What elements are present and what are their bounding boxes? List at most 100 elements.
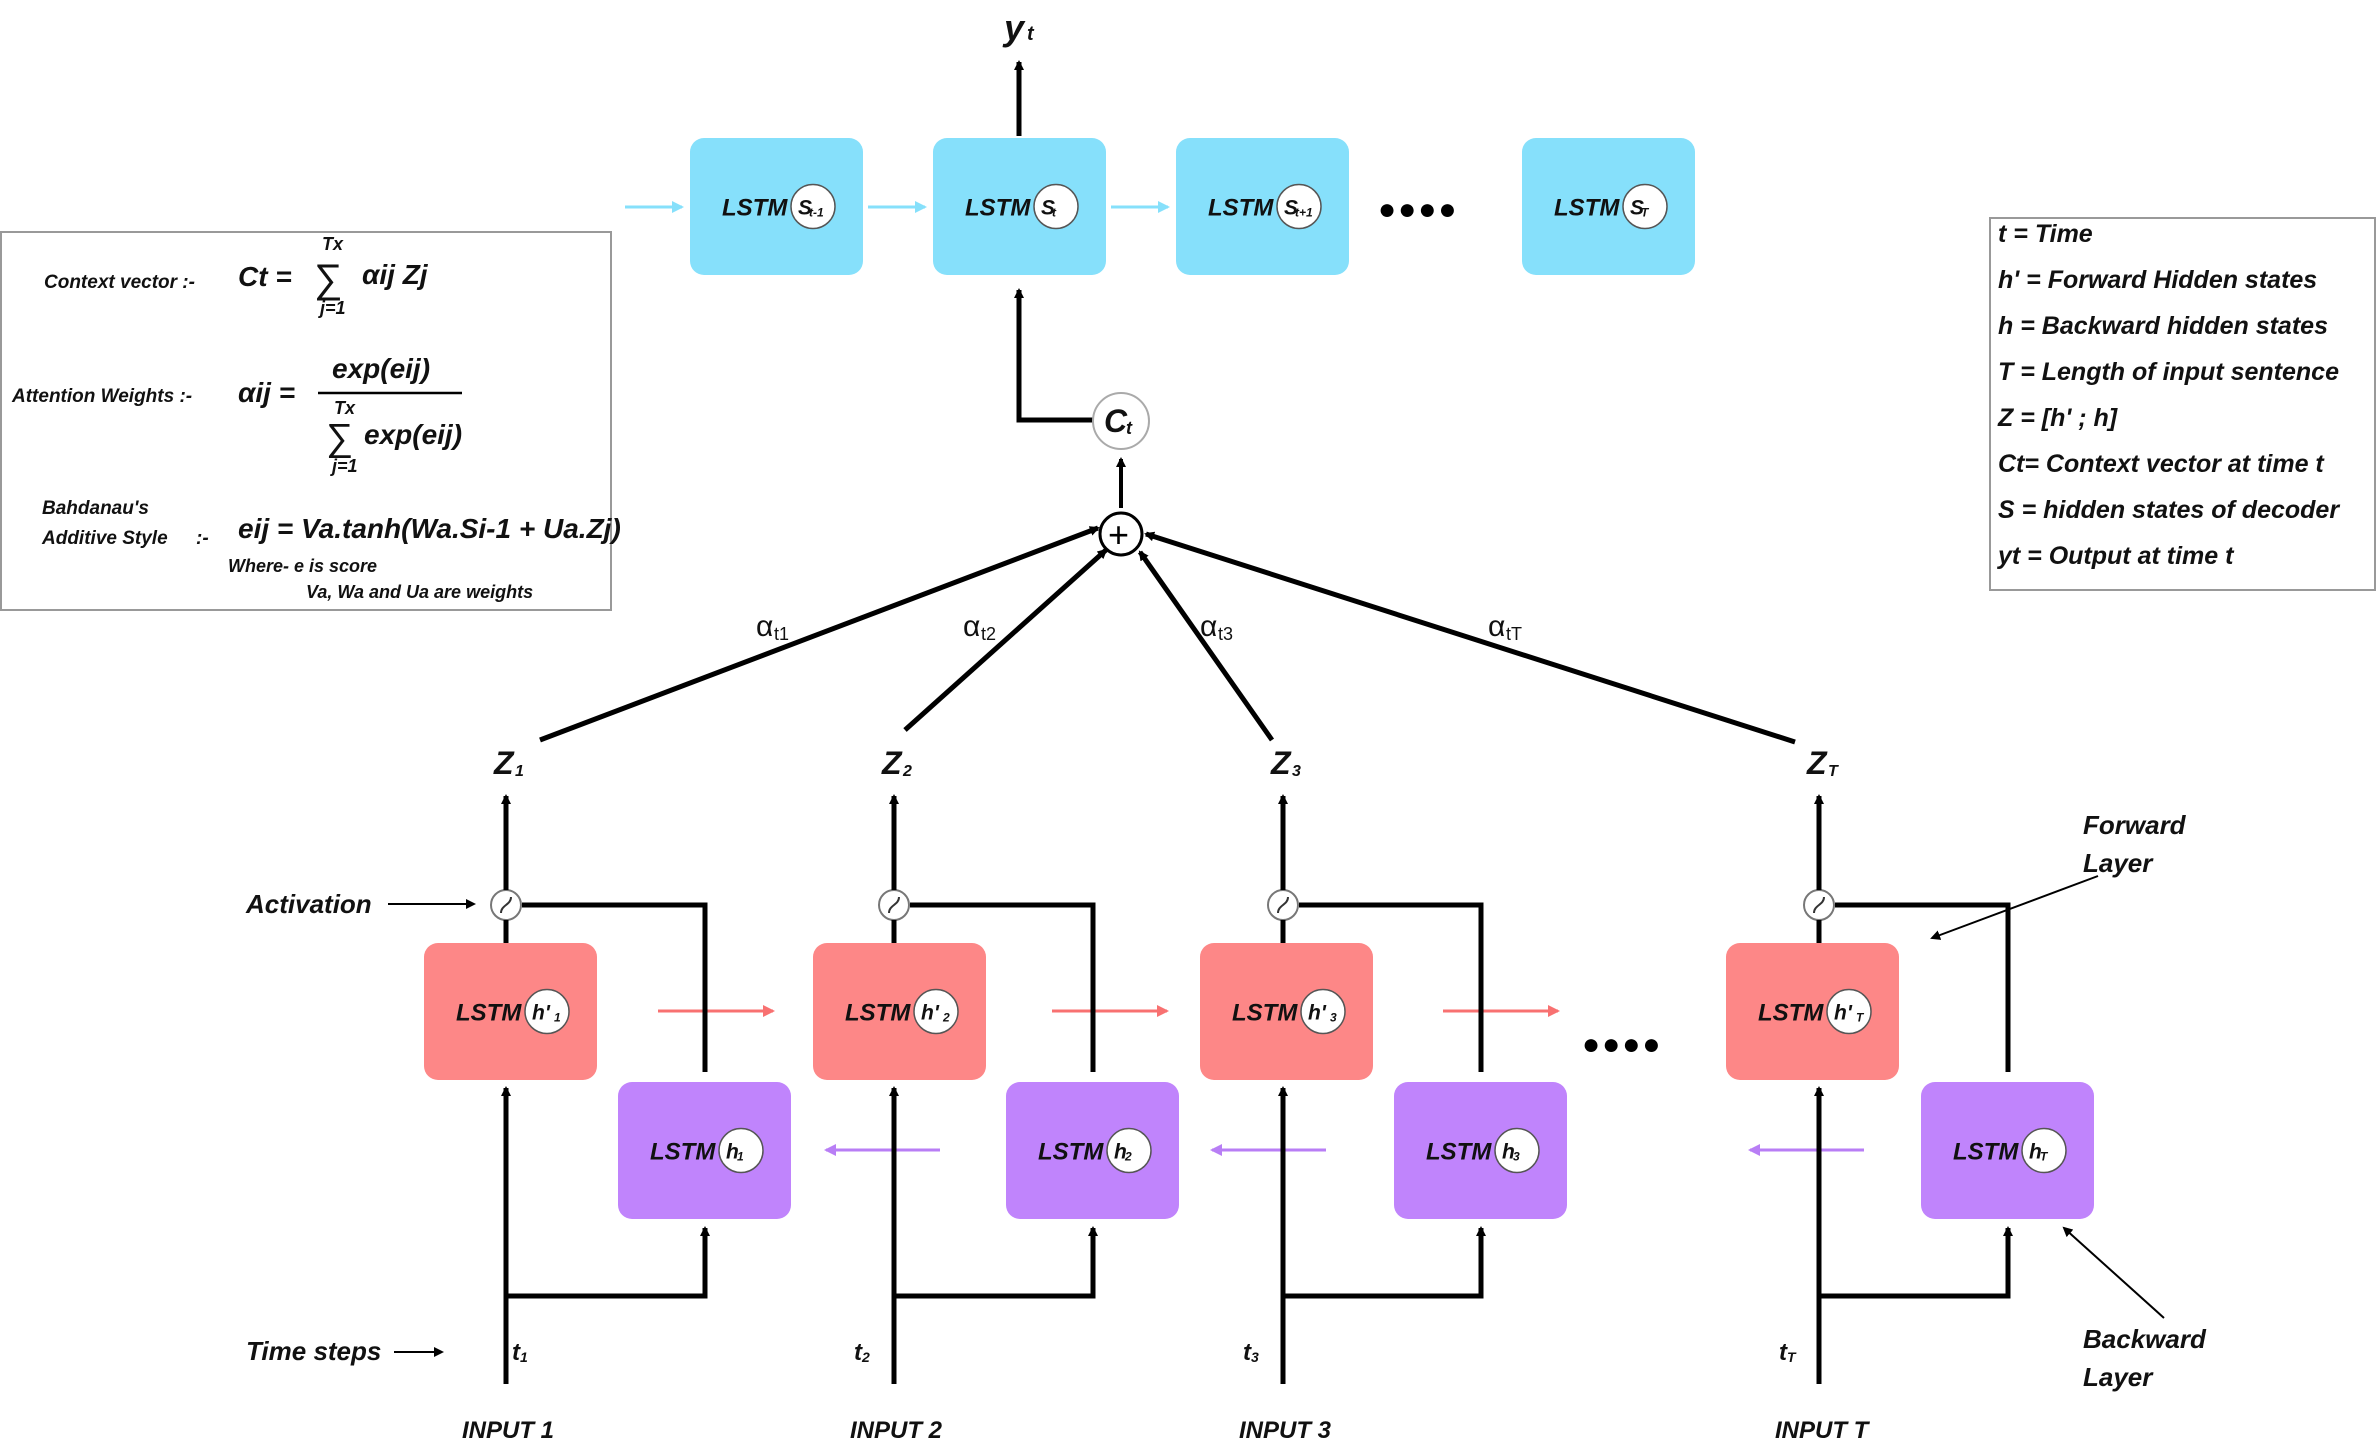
lstm-label: LSTM <box>456 1000 522 1027</box>
time-step-sub: T <box>1787 1349 1797 1365</box>
alpha-sub: tT <box>1506 624 1522 644</box>
time-steps-label: Time steps <box>246 1336 381 1366</box>
bahdanau-formula: eij = Va.tanh(Wa.Si-1 + Ua.Zj) <box>238 513 621 544</box>
context-vector-rhs: αij Zj <box>362 259 429 290</box>
state-sub: 3 <box>1330 1011 1337 1025</box>
state-circle <box>1494 1127 1540 1174</box>
input-label: INPUT T <box>1775 1417 1871 1444</box>
state-circle <box>1033 183 1079 230</box>
input-to-backward-line <box>1283 1230 1484 1299</box>
sum-node-circle <box>1098 511 1144 557</box>
z-label-sub: 2 <box>902 763 912 780</box>
state-label: h <box>726 1141 739 1164</box>
backward-cell-box <box>618 1082 791 1219</box>
attention-line <box>1144 531 1796 745</box>
state-circle <box>790 183 836 230</box>
bahdanau-label-1: Bahdanau's <box>42 498 149 519</box>
forward-layer-label: Forward <box>2083 810 2187 840</box>
input-to-backward-line <box>894 1230 1096 1299</box>
time-step-label: t <box>854 1339 863 1366</box>
legend-panel: t = Time h' = Forward Hidden states h = … <box>1989 217 2376 591</box>
state-label: h <box>2029 1141 2042 1164</box>
state-sub: 1 <box>554 1011 561 1025</box>
alpha-label: α <box>1200 610 1217 643</box>
state-circle <box>1106 1127 1152 1174</box>
sigmoid-icon <box>1813 896 1825 914</box>
input-label: INPUT 1 <box>462 1417 554 1444</box>
sum-node: + <box>1098 511 1144 557</box>
activation-node <box>490 889 522 921</box>
z-label: Z <box>1270 745 1292 781</box>
lstm-label: LSTM <box>1232 1000 1298 1027</box>
context-node: C t <box>1092 392 1150 450</box>
bahdanau-separator: :- <box>196 528 209 549</box>
attention-weights-lhs: αij = <box>238 377 295 408</box>
input-label: INPUT 2 <box>850 1417 943 1444</box>
attention-line <box>1137 550 1275 742</box>
alpha-label: α <box>756 610 773 643</box>
forward-layer-pointer <box>1930 875 2099 940</box>
lstm-label: LSTM <box>1953 1139 2019 1166</box>
state-circle <box>2021 1127 2067 1174</box>
state-label: h <box>1114 1141 1127 1164</box>
forward-layer-annotation: Forward Layer <box>1930 810 2187 940</box>
attention-sum-sigma: ∑ <box>326 417 353 459</box>
legend-item: Z = [h' ; h] <box>1997 404 2119 432</box>
state-label: h' <box>1308 1002 1327 1025</box>
state-sub: 2 <box>942 1011 950 1025</box>
alpha-sub: t1 <box>774 624 789 644</box>
state-sub: T <box>1856 1011 1865 1025</box>
attention-weights-label: Attention Weights :- <box>11 386 192 407</box>
context-node-label: C <box>1104 403 1128 439</box>
forward-cell: LSTM h'3 <box>1200 943 1373 1080</box>
state-sub: t <box>1052 206 1057 220</box>
legend-border <box>1989 217 2376 591</box>
time-step-sub: 3 <box>1251 1349 1259 1365</box>
lstm-label: LSTM <box>1554 195 1620 222</box>
decoder-cell-box <box>1176 138 1349 275</box>
attention-denominator: exp(eij) <box>364 419 462 450</box>
backward-cell: LSTM h2 <box>1006 1082 1179 1219</box>
legend-item: S = hidden states of decoder <box>1998 496 2340 524</box>
attention-sum-bottom: j=1 <box>330 456 358 476</box>
legend-item: t = Time <box>1998 220 2093 248</box>
input-to-backward-line <box>506 1230 708 1299</box>
state-sub: T <box>1641 206 1650 220</box>
time-steps-annotation: Time steps <box>246 1336 444 1366</box>
context-vector-lhs: Ct = <box>238 261 292 292</box>
legend-item: h' = Forward Hidden states <box>1998 266 2317 294</box>
activation-node <box>1267 889 1299 921</box>
lstm-label: LSTM <box>722 195 788 222</box>
input-label: INPUT 3 <box>1239 1417 1332 1444</box>
activation-annotation: Activation <box>245 889 476 919</box>
activation-node <box>1803 889 1835 921</box>
state-circle <box>524 988 570 1035</box>
state-label: S <box>1284 197 1298 220</box>
lstm-label: LSTM <box>1426 1139 1492 1166</box>
time-step-label: t <box>1243 1339 1252 1366</box>
input-to-backward-line <box>1819 1230 2011 1299</box>
backward-cell-box <box>1006 1082 1179 1219</box>
output-y: y <box>1002 7 1026 48</box>
z-label-sub: 3 <box>1292 763 1301 780</box>
alpha-label: α <box>1488 610 1505 643</box>
context-node-sub: t <box>1126 418 1133 438</box>
activation-node <box>878 889 910 921</box>
backward-layer-pointer <box>2062 1226 2165 1319</box>
state-circle <box>1622 183 1668 230</box>
output-y-sub: t <box>1027 23 1035 45</box>
lstm-label: LSTM <box>1038 1139 1104 1166</box>
context-vector-label: Context vector :- <box>44 272 195 293</box>
state-circle <box>913 988 959 1035</box>
attention-sum-top: Tx <box>334 398 356 418</box>
state-sub: 2 <box>1124 1150 1132 1164</box>
forward-cell-box <box>813 943 986 1080</box>
